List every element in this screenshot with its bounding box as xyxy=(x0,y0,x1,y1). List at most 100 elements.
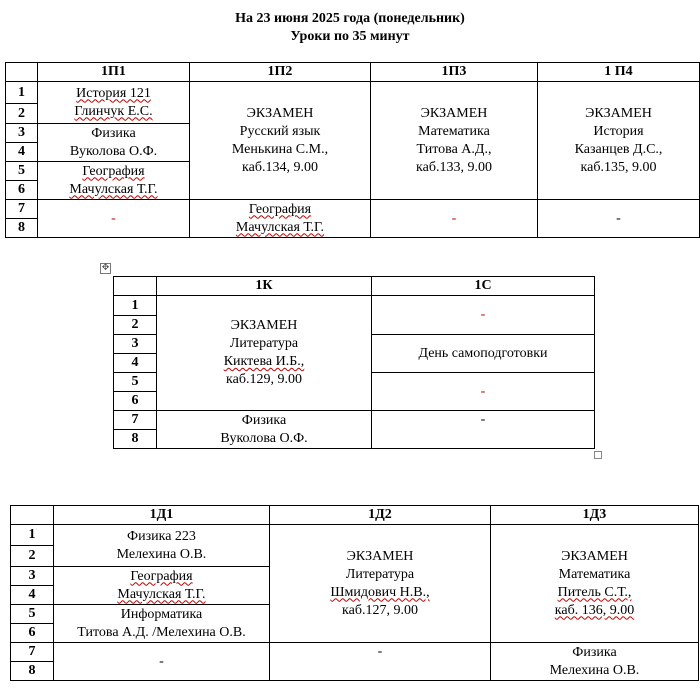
cell-1d1-physics: Физика 223 Мелехина О.В. xyxy=(53,524,270,567)
lesson-number: 5 xyxy=(5,161,38,181)
subject-name: Физика xyxy=(241,412,287,428)
subject-name: Литература xyxy=(229,336,299,351)
document-subtitle: Уроки по 35 минут xyxy=(290,29,410,44)
lesson-number: 6 xyxy=(5,180,38,200)
lesson-number: 6 xyxy=(10,623,54,643)
subject-name: Литература xyxy=(345,566,415,582)
cell-1d2-empty: - xyxy=(269,642,491,681)
teacher-name: Шмидович Н.В., xyxy=(330,584,430,600)
teacher-name: Титова А.Д., xyxy=(416,141,492,157)
subject-name: Русский язык xyxy=(239,123,321,139)
subject-name: Физика xyxy=(91,125,136,141)
room-time: каб.135, 9.00 xyxy=(580,159,657,175)
group-header: 1К xyxy=(156,276,372,296)
corner-cell xyxy=(10,505,54,525)
room-time: каб.127, 9.00 xyxy=(342,602,418,618)
teacher-name: Киктева И.Б., xyxy=(223,354,305,369)
room-time: каб.134, 9.00 xyxy=(242,159,318,175)
lesson-number: 2 xyxy=(113,315,157,335)
cell-1p3-empty: - xyxy=(370,199,538,238)
room-time: каб. 136, 9.00 xyxy=(554,602,635,618)
lesson-number: 3 xyxy=(5,123,38,143)
group-header: 1П1 xyxy=(37,62,190,82)
subject-name: География xyxy=(248,201,312,217)
teacher-name: Питель С.Т., xyxy=(557,584,632,600)
group-header: 1С xyxy=(371,276,595,296)
cell-1p2-geography: География Мачулская Т.Г. xyxy=(189,199,371,238)
exam-label: ЭКЗАМЕН xyxy=(561,548,628,564)
cell-1s-empty: - xyxy=(371,410,595,449)
teacher-name: Вуколова О.Ф. xyxy=(69,143,158,159)
subject-name: Физика 223 xyxy=(127,528,196,544)
subject-name: Информатика xyxy=(120,606,203,622)
lesson-number: 5 xyxy=(10,604,54,624)
schedule-table-2: 1К 1С 1 ЭКЗАМЕН Литература Киктева И.Б.,… xyxy=(113,276,595,449)
teacher-name: Титова А.Д. /Мелехина О.В. xyxy=(77,624,246,640)
subject-name: Математика xyxy=(558,566,631,582)
exam-label: ЭКЗАМЕН xyxy=(420,105,488,121)
exam-label: ЭКЗАМЕН xyxy=(346,548,414,564)
lesson-number: 1 xyxy=(113,295,157,316)
group-header: 1 П4 xyxy=(537,62,700,82)
group-header: 1П3 xyxy=(370,62,538,82)
group-header: 1Д3 xyxy=(490,505,699,525)
cell-1d3-physics: Физика Мелехина О.В. xyxy=(490,642,699,681)
cell-1d1-informatics: Информатика Титова А.Д. /Мелехина О.В. xyxy=(53,604,270,643)
lesson-number: 4 xyxy=(5,142,38,162)
cell-1p1-empty: - xyxy=(37,199,190,238)
lesson-number: 7 xyxy=(5,199,38,219)
schedule-table-3: 1Д1 1Д2 1Д3 1 Физика 223 Мелехина О.В. Э… xyxy=(10,505,699,681)
teacher-name: Мачулская Т.Г. xyxy=(117,586,206,602)
exam-label: ЭКЗАМЕН xyxy=(230,318,298,333)
lesson-number: 8 xyxy=(5,218,38,238)
teacher-name: Глинчук Е.С. xyxy=(74,103,153,119)
lesson-number: 8 xyxy=(10,661,54,681)
schedule-table-1: 1П1 1П2 1П3 1 П4 1 История 121 Глинчук Е… xyxy=(5,62,700,238)
lesson-number: 4 xyxy=(113,353,157,373)
subject-name: Физика xyxy=(572,644,617,660)
lesson-number: 3 xyxy=(10,566,54,586)
exam-label: ЭКЗАМЕН xyxy=(246,105,314,121)
cell-1s-self-study: День самоподготовки xyxy=(371,334,595,373)
room-time: каб.133, 9.00 xyxy=(416,159,492,175)
cell-1p4-exam: ЭКЗАМЕН История Казанцев Д.С., каб.135, … xyxy=(537,81,700,200)
cell-1p3-exam: ЭКЗАМЕН Математика Титова А.Д., каб.133,… xyxy=(370,81,538,200)
cell-1d1-geography: География Мачулская Т.Г. xyxy=(53,566,270,605)
lesson-number: 8 xyxy=(113,429,157,449)
lesson-number: 7 xyxy=(10,642,54,662)
lesson-number: 7 xyxy=(113,410,157,430)
cell-1d3-exam: ЭКЗАМЕН Математика Питель С.Т., каб. 136… xyxy=(490,524,699,643)
lesson-number: 4 xyxy=(10,585,54,605)
teacher-name: Мачулская Т.Г. xyxy=(69,181,158,197)
cell-1k-exam: ЭКЗАМЕН Литература Киктева И.Б., каб.129… xyxy=(156,295,372,411)
teacher-name: Вуколова О.Ф. xyxy=(220,430,308,446)
exam-label: ЭКЗАМЕН xyxy=(585,105,652,121)
cell-1d2-exam: ЭКЗАМЕН Литература Шмидович Н.В., каб.12… xyxy=(269,524,491,643)
lesson-number: 1 xyxy=(10,524,54,546)
subject-name: История 121 xyxy=(76,85,151,101)
cell-1s-empty: - xyxy=(371,295,595,335)
subject-name: География xyxy=(82,163,145,179)
group-header: 1П2 xyxy=(189,62,371,82)
subject-name: География xyxy=(130,568,193,584)
lesson-number: 1 xyxy=(5,81,38,104)
cell-1p1-physics: Физика Вуколова О.Ф. xyxy=(37,123,190,162)
cell-1p1-history: История 121 Глинчук Е.С. xyxy=(37,81,190,124)
document-date-title: На 23 июня 2025 года (понедельник) xyxy=(235,11,465,26)
group-header: 1Д2 xyxy=(269,505,491,525)
cell-1p4-empty: - xyxy=(537,199,700,238)
teacher-name: Мачулская Т.Г. xyxy=(235,219,325,235)
teacher-name: Мелехина О.В. xyxy=(116,546,207,562)
subject-name: Математика xyxy=(418,123,490,139)
teacher-name: Мелехина О.В. xyxy=(549,662,640,678)
room-time: каб.129, 9.00 xyxy=(226,372,302,387)
lesson-number: 6 xyxy=(113,391,157,411)
lesson-number: 2 xyxy=(10,545,54,567)
lesson-number: 5 xyxy=(113,372,157,392)
subject-name: История xyxy=(593,123,644,139)
table-move-handle-icon[interactable]: ✥ xyxy=(100,263,111,274)
teacher-name: Казанцев Д.С., xyxy=(574,141,663,157)
cell-1p2-exam: ЭКЗАМЕН Русский язык Менькина С.М., каб.… xyxy=(189,81,371,200)
cell-1s-empty: - xyxy=(371,372,595,411)
table-resize-handle[interactable] xyxy=(594,451,602,459)
